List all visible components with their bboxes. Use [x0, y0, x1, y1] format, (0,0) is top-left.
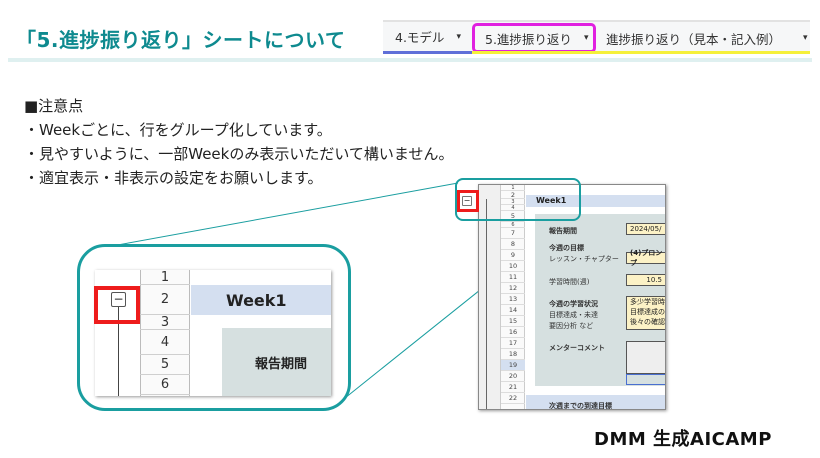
row-header[interactable]: 19 — [501, 360, 525, 371]
note-item: ・見やすいように、一部Weekのみ表示いただいて構いません。 — [24, 145, 454, 163]
title-underline — [8, 58, 812, 62]
row-header[interactable]: 18 — [501, 349, 525, 360]
dropdown-arrow-icon[interactable]: ▾ — [583, 33, 589, 43]
label: 報告期間 — [549, 227, 577, 235]
mentor-comment-cell[interactable] — [626, 341, 665, 374]
highlight-box — [457, 190, 479, 212]
highlight-callout — [455, 178, 581, 221]
row-header[interactable]: 5 — [140, 355, 190, 375]
label: 要因分析 など — [549, 322, 594, 330]
note-item: ・Weekごとに、行をグループ化しています。 — [24, 121, 332, 139]
tab-4-model[interactable]: 4.モデル ▾ — [383, 22, 472, 54]
row-header[interactable]: 15 — [501, 316, 525, 327]
period-cell[interactable]: 2024/05/ — [626, 223, 665, 235]
row-header[interactable]: 3 — [501, 199, 525, 205]
row-header[interactable]: 10 — [501, 261, 525, 272]
row-header[interactable]: 8 — [501, 239, 525, 250]
tab-progress-review-sample[interactable]: 進捗振り返り（見本・記入例） ▾ — [596, 22, 810, 54]
label: 次週までの到達目標 — [549, 402, 612, 410]
week-header: Week1 — [191, 285, 331, 315]
status-line: 多少学習時 — [630, 298, 665, 306]
zoomed-sheet: − 1 2 3 4 5 6 Week1 報告期間 — [95, 270, 331, 396]
label: メンターコメント — [549, 344, 605, 352]
tab-label: 進捗振り返り（見本・記入例） — [606, 31, 782, 47]
row-header[interactable]: 21 — [501, 382, 525, 393]
collapse-group-icon[interactable]: − — [111, 292, 126, 307]
row-header[interactable]: 16 — [501, 327, 525, 338]
row-header[interactable]: 6 — [140, 375, 190, 395]
tab-label: 5.進捗振り返り — [485, 31, 572, 47]
status-cell[interactable]: 多少学習時目標達成の後々の確認 — [626, 296, 665, 330]
page-title: 「5.進捗振り返り」シートについて — [16, 28, 346, 52]
dropdown-arrow-icon[interactable]: ▾ — [803, 33, 808, 43]
row-header[interactable]: 9 — [501, 250, 525, 261]
row-header[interactable]: 14 — [501, 305, 525, 316]
status-line: 目標達成の — [630, 308, 665, 316]
row-header[interactable]: 1 — [140, 270, 190, 285]
row-header[interactable]: 2 — [501, 191, 525, 199]
row-header[interactable]: 4 — [140, 330, 190, 355]
row-header[interactable]: 20 — [501, 371, 525, 382]
highlight-box — [94, 286, 140, 324]
note-item: ・適宜表示・非表示の設定をお願いします。 — [24, 169, 323, 187]
period-label: 報告期間 — [222, 328, 331, 396]
row-header[interactable]: 6 — [501, 222, 525, 228]
label: 今週の学習状況 — [549, 300, 598, 308]
sheet-tab-bar: 4.モデル ▾ 5.進捗振り返り ▾ 進捗振り返り（見本・記入例） ▾ — [383, 20, 810, 54]
label: 学習時間(週) — [549, 278, 590, 286]
row-header[interactable]: 1 — [501, 185, 525, 191]
row-header[interactable]: 17 — [501, 338, 525, 349]
selected-cell[interactable] — [626, 374, 665, 385]
lesson-cell[interactable]: (4)プロンプ — [626, 249, 665, 267]
notes-heading: ■注意点 — [24, 97, 84, 115]
dropdown-arrow-icon[interactable]: ▾ — [456, 31, 461, 42]
label: レッスン・チャプター — [549, 255, 619, 263]
row-header[interactable]: 22 — [501, 393, 525, 404]
row-header[interactable]: 13 — [501, 294, 525, 305]
row-header[interactable]: 3 — [140, 315, 190, 330]
row-header[interactable]: 12 — [501, 283, 525, 294]
row-header[interactable]: 7 — [501, 228, 525, 239]
hours-cell[interactable]: 10.5 — [626, 274, 665, 286]
status-line: 後々の確認 — [630, 318, 665, 326]
notes: ■注意点 ・Weekごとに、行をグループ化しています。 ・見やすいように、一部W… — [24, 94, 453, 190]
row-header[interactable]: 11 — [501, 272, 525, 283]
tab-color-bar — [472, 51, 810, 54]
logo: DMM 生成AICAMP — [594, 429, 772, 450]
row-header[interactable]: 4 — [501, 205, 525, 211]
label: 目標達成・未達 — [549, 311, 598, 319]
label: 今週の目標 — [549, 244, 584, 252]
row-header[interactable]: 5 — [501, 211, 525, 222]
collapse-group-icon[interactable]: − — [462, 196, 472, 206]
row-header[interactable]: 2 — [140, 285, 190, 315]
week-header: Week1 — [526, 195, 665, 207]
tab-label: 4.モデル — [395, 30, 445, 45]
